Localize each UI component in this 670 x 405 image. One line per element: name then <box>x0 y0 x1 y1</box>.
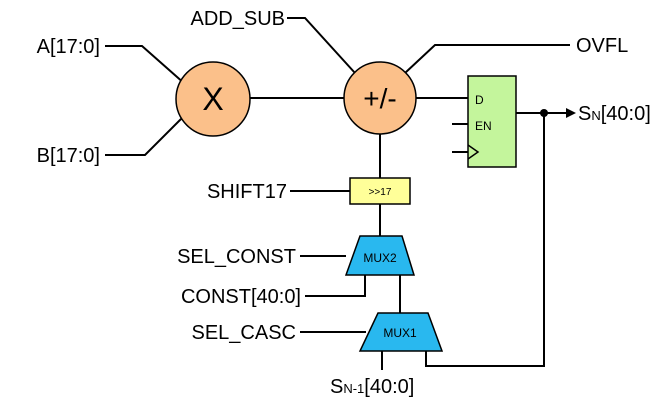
input-a-label: A[17:0] <box>37 36 100 58</box>
sum-output-label: SN[40:0] <box>578 103 651 125</box>
signal-labels: A[17:0] B[17:0] ADD_SUB OVFL SHIFT17 SEL… <box>37 8 651 398</box>
mux1-trapezoid <box>358 312 444 352</box>
multiplier-block: X <box>175 61 251 137</box>
junction-dot <box>540 109 548 117</box>
register-en-label: EN <box>475 119 492 133</box>
wire-feedback <box>425 113 545 367</box>
shift-box <box>349 177 411 205</box>
shift17-label: SHIFT17 <box>207 181 287 203</box>
ovfl-label: OVFL <box>576 35 628 57</box>
add-sub-label: ADD_SUB <box>191 8 285 30</box>
sum-output-suffix: [40:0] <box>601 103 651 125</box>
multiplier-label: X <box>202 81 223 117</box>
cascade-in-suffix: [40:0] <box>364 376 414 398</box>
sel-const-label: SEL_CONST <box>177 246 296 268</box>
mux2-trapezoid <box>344 235 416 276</box>
sum-output-main: S <box>578 103 591 125</box>
shift-block: >>17 <box>349 177 411 205</box>
sum-output-sub: N <box>591 108 600 123</box>
wire-a <box>105 45 186 85</box>
mux1-block: MUX1 <box>358 312 444 352</box>
multiplier-circle <box>175 61 251 137</box>
wire-b <box>105 114 186 156</box>
mux1-label: MUX1 <box>383 326 417 340</box>
output-arrowhead <box>566 108 576 118</box>
wires <box>105 17 576 370</box>
mux2-label: MUX2 <box>363 251 397 265</box>
input-b-label: B[17:0] <box>37 145 100 167</box>
adder-label: +/- <box>363 83 396 114</box>
cascade-in-sub: N-1 <box>343 381 364 396</box>
wire-add-sub <box>287 17 356 74</box>
sel-casc-label: SEL_CASC <box>192 322 297 344</box>
shift-label: >>17 <box>369 187 392 198</box>
register-box <box>467 75 517 168</box>
clock-triangle-icon <box>467 144 480 160</box>
const-label: CONST[40:0] <box>181 286 301 308</box>
adder-block: +/- <box>343 61 417 135</box>
mux2-block: MUX2 <box>344 235 416 276</box>
cascade-in-label: SN-1[40:0] <box>330 376 414 398</box>
register-d-label: D <box>475 93 484 107</box>
wire-ovfl <box>404 44 570 74</box>
adder-circle <box>343 61 417 135</box>
register-block: D EN <box>467 75 517 168</box>
wire-const <box>305 275 366 297</box>
cascade-in-main: S <box>330 376 343 398</box>
